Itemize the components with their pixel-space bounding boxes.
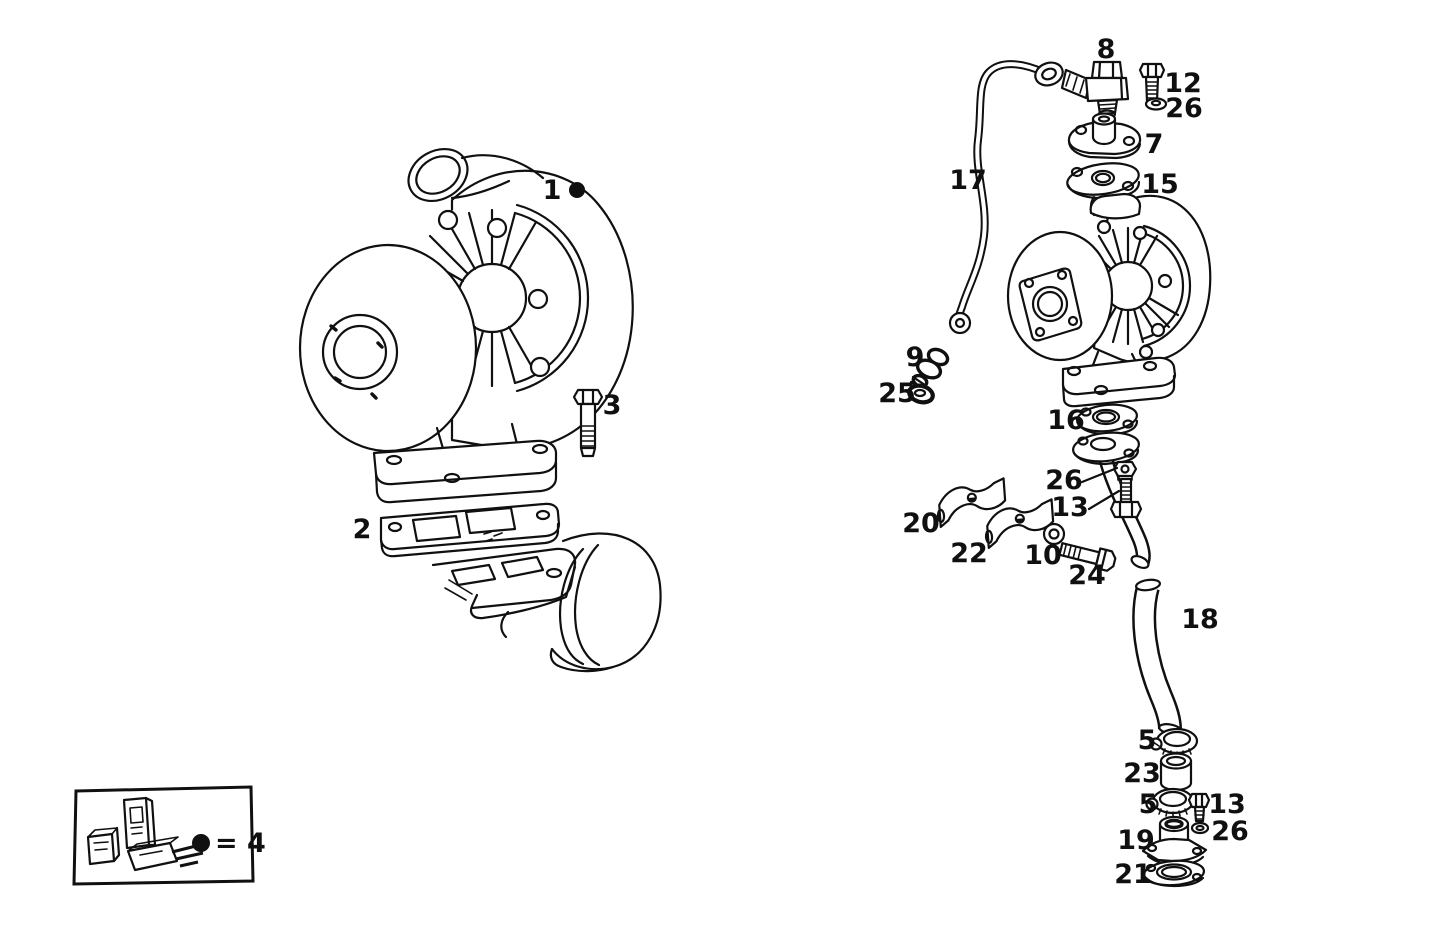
- callout-20: 20: [902, 508, 940, 539]
- mount-base-right: [1061, 350, 1177, 408]
- callout-19: 19: [1117, 825, 1155, 856]
- rim-bolts-left: [437, 209, 551, 378]
- gasket-15: [1066, 162, 1141, 200]
- callout-26-middle: 26: [1045, 465, 1083, 496]
- callout-8: 8: [1097, 34, 1116, 65]
- washer-26-top: [1144, 97, 1168, 111]
- clamp-5-lower: [1145, 787, 1195, 818]
- callout-9: 9: [906, 342, 925, 373]
- nut-26-middle: [1112, 460, 1138, 481]
- oil-feed-pipe-17: [948, 60, 1092, 335]
- gasket-21: [1142, 859, 1206, 888]
- manifold-flange: [431, 547, 577, 620]
- gasket-16: [1076, 403, 1139, 436]
- bolt-13-bottom: [1187, 792, 1211, 823]
- callout-16: 16: [1047, 405, 1085, 436]
- compressor-inlet-flange-left: [321, 313, 399, 400]
- inlet-stub-right: [1089, 192, 1142, 220]
- callout-15: 15: [1141, 169, 1179, 200]
- callout-5-lower: 5: [1139, 789, 1158, 820]
- callout-26-bottom: 26: [1211, 816, 1249, 847]
- sleeve-23: [1159, 752, 1193, 792]
- callout-2: 2: [353, 514, 372, 545]
- callout-13-middle: 13: [1051, 492, 1089, 523]
- banjo-union-8: [1084, 60, 1130, 119]
- compressor-housing-left: [298, 243, 478, 453]
- clamp-22: [984, 498, 1055, 550]
- drain-adapter: [1072, 431, 1151, 570]
- gasket-2: [379, 502, 561, 558]
- union-9: [909, 347, 950, 390]
- clamp-20: [936, 477, 1007, 529]
- bolt-3: [572, 388, 604, 458]
- callout-25: 25: [878, 378, 916, 409]
- callout-3: 3: [603, 390, 622, 421]
- turbocharger-left: [298, 147, 634, 453]
- leader-lines: [1080, 466, 1121, 511]
- bolt-12: [1138, 62, 1166, 103]
- legend-border: [72, 785, 255, 886]
- legend-box: = 4: [72, 785, 266, 886]
- compressor-inlet-flange-right: [1018, 267, 1083, 342]
- callout-17: 17: [949, 165, 987, 196]
- callout-22: 22: [950, 538, 988, 569]
- pipe-swivel-nut: [1034, 61, 1064, 87]
- hose-18: [1132, 578, 1182, 735]
- callout-12: 12: [1164, 68, 1202, 99]
- bolt-24: [1058, 542, 1117, 572]
- bolt-13-middle: [1109, 477, 1143, 519]
- callout-5-upper: 5: [1138, 725, 1157, 756]
- legend-kit-dot: [192, 834, 210, 852]
- air-inlet-trumpet-left: [407, 147, 545, 203]
- callout-26-top: 26: [1165, 93, 1203, 124]
- turbocharger-right: [1006, 192, 1212, 364]
- banjo-eye: [948, 311, 972, 335]
- callout-labels: 1 3 2 8 12 26 7 15 17 9 25 16 26 13 20 2…: [353, 34, 1249, 890]
- exhaust-elbow-pipe: [500, 532, 662, 673]
- legend-text: = 4: [215, 828, 266, 859]
- oil-inlet-flange-7: [1067, 112, 1142, 160]
- washer-25: [907, 383, 935, 405]
- callout-10: 10: [1024, 540, 1062, 571]
- callout-7: 7: [1145, 129, 1164, 160]
- callout-18: 18: [1181, 604, 1219, 635]
- kit-dot-1: [569, 182, 585, 198]
- callout-23: 23: [1123, 758, 1161, 789]
- mount-base-left: [372, 422, 558, 504]
- callout-13-bottom: 13: [1208, 789, 1246, 820]
- callout-24: 24: [1068, 560, 1106, 591]
- rim-bolts-right: [1096, 219, 1173, 360]
- washer-10: [1042, 522, 1066, 546]
- callout-1: 1: [543, 175, 562, 206]
- gasket-kit-packages: [86, 796, 204, 872]
- callout-21: 21: [1114, 859, 1152, 890]
- washer-26-bottom: [1190, 821, 1210, 835]
